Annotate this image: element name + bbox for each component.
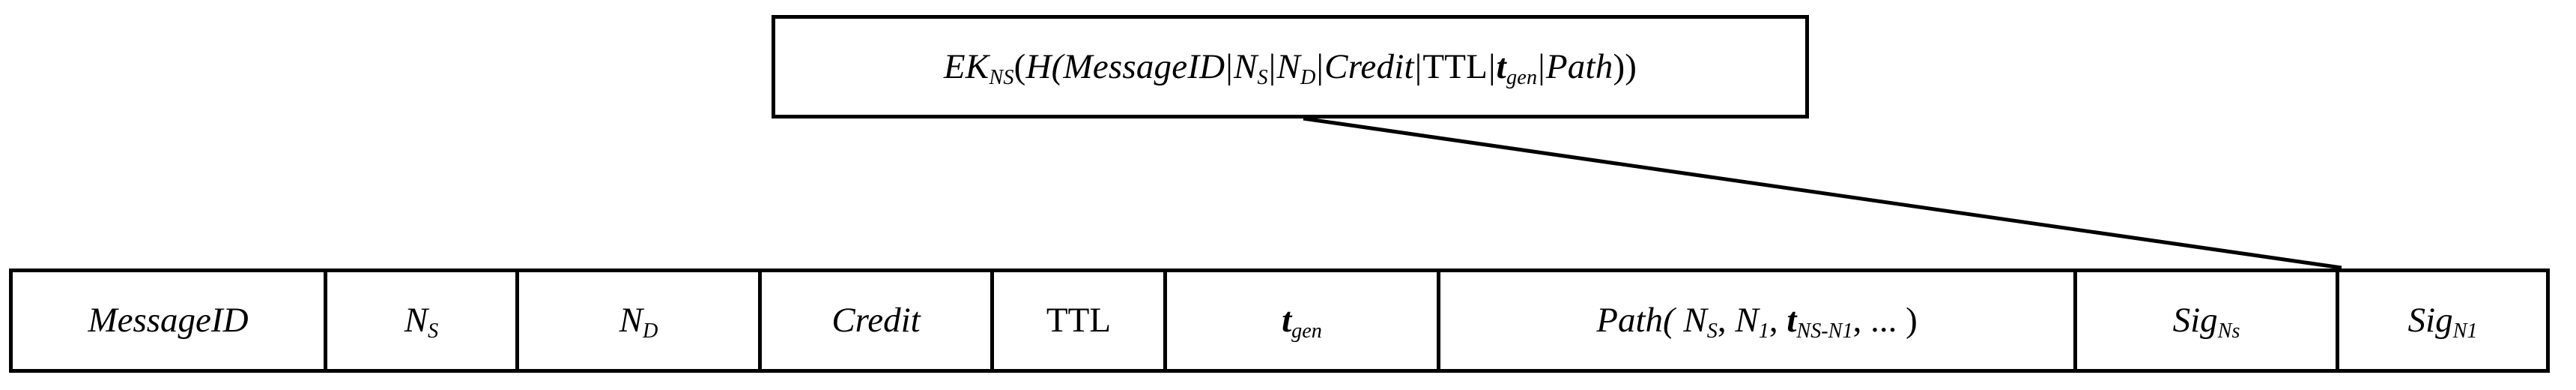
path-comma-3: , [1852,301,1862,340]
signature-source-sub: Ns [2217,319,2240,343]
packet-field-destination-node-label: ND [619,301,658,342]
generation-time-base: t [1282,301,1292,340]
signature-hop1-sub: N1 [2452,319,2478,343]
source-node-sub: S [428,319,439,343]
encrypted-hash-digest-formula: EKNS(H(MessageID|NS|ND|Credit|TTL|tgen|P… [943,46,1637,89]
packet-field-signature-hop1-label: SigN1 [2407,301,2478,342]
generation-time-subscript: gen [1506,65,1538,89]
separator-6: | [1538,46,1545,86]
packet-field-generation-time-label: tgen [1282,301,1322,342]
path-close-paren: ) [1906,301,1918,340]
separator-2: | [1268,46,1276,86]
packet-field-table: MessageID NS ND Credit TTL tgen Path( NS… [9,268,2550,373]
destination-node-subscript: D [1300,65,1316,89]
packet-field-path: Path( NS, N1, tNS-N1, ... ) [1440,272,2077,369]
open-paren: ( [1013,46,1026,86]
source-node-term: N [1233,46,1258,86]
credit-term: Credit [1324,46,1414,86]
destination-node-term: N [1276,46,1300,86]
packet-field-credit-label: Credit [831,301,921,340]
ttl-term: TTL [1422,46,1488,86]
packet-field-messageid: MessageID [13,272,327,369]
encrypted-hash-digest-box: EKNS(H(MessageID|NS|ND|Credit|TTL|tgen|P… [772,15,1809,118]
packet-field-path-label: Path( NS, N1, tNS-N1, ... ) [1596,301,1918,342]
path-comma-1: , [1717,301,1727,340]
packet-field-source-node-label: NS [404,301,438,342]
path-hop2-base: N [1735,301,1759,340]
path-ellipsis: ... [1870,301,1897,340]
separator-3: | [1316,46,1324,86]
path-term: Path [1545,46,1613,86]
packet-field-signature-source: SigNs [2077,272,2339,369]
packet-field-ttl: TTL [994,272,1167,369]
cipher-symbol: EK [943,46,990,86]
source-node-base: N [404,301,428,340]
cipher-subscript: NS [989,65,1014,89]
packet-field-ttl-label: TTL [1046,301,1112,340]
path-function: Path( [1596,301,1675,340]
leader-line-segment [1303,116,2342,270]
signature-source-base: Sig [2172,301,2218,340]
separator-4: | [1414,46,1422,86]
destination-node-sub: D [643,319,658,343]
generation-time-term: t [1496,46,1506,86]
destination-node-base: N [619,301,643,340]
separator-1: | [1225,46,1233,86]
path-hop1-base: N [1683,301,1707,340]
packet-field-signature-hop1: SigN1 [2339,272,2546,369]
packet-field-messageid-label: MessageID [88,301,249,340]
path-hop2-sub: 1 [1758,319,1769,343]
packet-field-source-node: NS [327,272,519,369]
messageid-term: MessageID [1063,46,1225,86]
source-node-subscript: S [1257,65,1268,89]
path-hop-time-base: t [1786,301,1797,340]
packet-field-credit: Credit [762,272,994,369]
separator-5: | [1488,46,1496,86]
packet-field-signature-source-label: SigNs [2172,301,2240,342]
hash-function: H( [1025,46,1064,86]
packet-field-generation-time: tgen [1167,272,1440,369]
signature-hop1-base: Sig [2407,301,2453,340]
generation-time-sub: gen [1291,319,1322,343]
close-parens: )) [1613,46,1637,86]
path-hop1-sub: S [1706,319,1718,343]
path-comma-2: , [1769,301,1778,340]
path-hop-time-sub: NS-N1 [1796,319,1853,343]
packet-field-destination-node: ND [519,272,762,369]
